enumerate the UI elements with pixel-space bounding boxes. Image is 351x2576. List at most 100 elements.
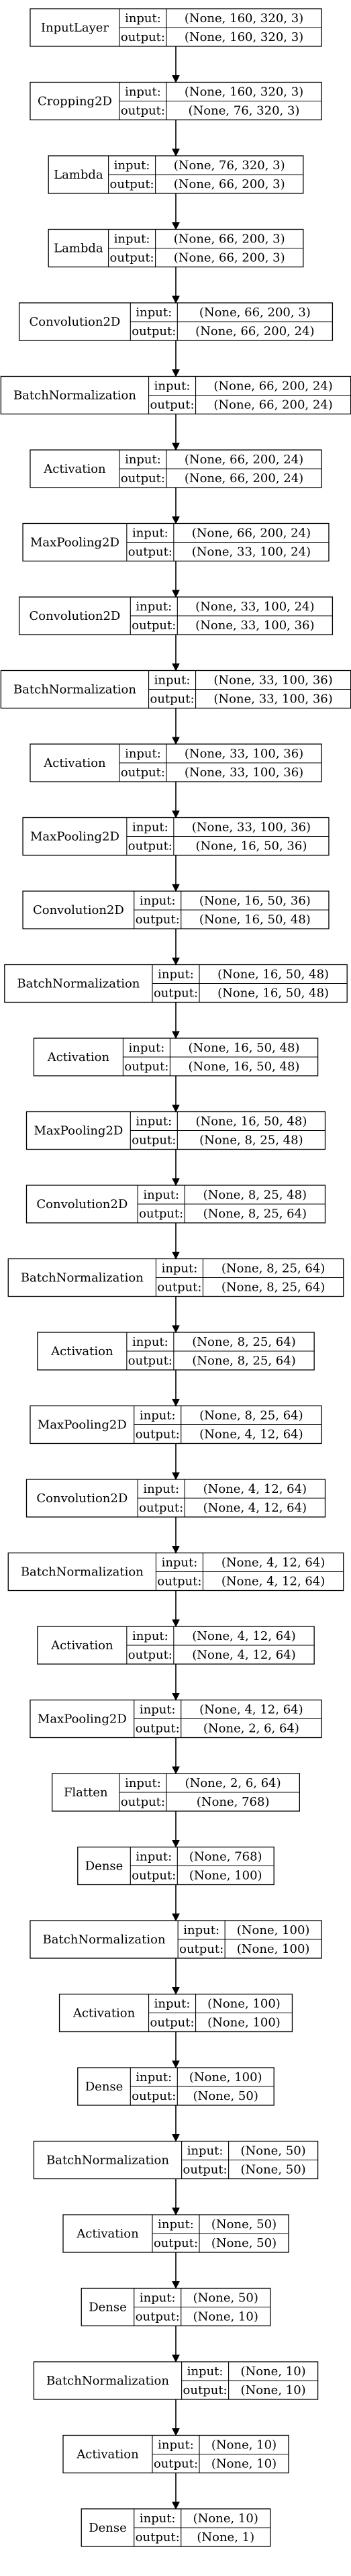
output-label: output: xyxy=(150,398,195,412)
output-label: output: xyxy=(121,1795,165,1809)
input-shape: (None, 8, 25, 64) xyxy=(199,1409,303,1423)
input-label: input: xyxy=(136,600,172,614)
output-shape: (None, 4, 12, 64) xyxy=(192,1648,295,1662)
input-shape: (None, 66, 200, 24) xyxy=(185,453,303,467)
edge-arrow xyxy=(172,488,180,524)
output-shape: (None, 33, 100, 24) xyxy=(192,545,311,559)
output-shape: (None, 100) xyxy=(237,1942,310,1956)
input-label: input: xyxy=(162,1262,198,1276)
edge-arrow xyxy=(172,1590,180,1628)
edge-arrow xyxy=(172,1076,180,1113)
input-label: input: xyxy=(140,894,176,908)
layer-name: Activation xyxy=(76,2448,139,2462)
layer-name: Cropping2D xyxy=(38,95,112,109)
output-label: output: xyxy=(132,2089,176,2103)
input-shape: (None, 4, 12, 64) xyxy=(221,1556,325,1570)
input-label: input: xyxy=(125,1776,161,1790)
layer-name: BatchNormalization xyxy=(46,2374,169,2388)
input-label: input: xyxy=(140,2512,176,2526)
output-label: output: xyxy=(139,1207,183,1221)
edge-arrow xyxy=(172,635,180,672)
output-shape: (None, 10) xyxy=(193,2310,258,2324)
output-shape: (None, 16, 50, 48) xyxy=(199,913,311,927)
input-shape: (None, 33, 100, 24) xyxy=(195,600,314,614)
output-shape: (None, 66, 200, 24) xyxy=(213,398,332,412)
layer-name: Convolution2D xyxy=(36,1491,128,1506)
output-label: output: xyxy=(110,251,154,265)
edge-arrow xyxy=(172,1002,180,1040)
output-label: output: xyxy=(132,324,176,338)
edge-arrow xyxy=(172,1443,180,1481)
layer-name: Activation xyxy=(43,756,106,770)
layer-name: MaxPooling2D xyxy=(34,1124,123,1138)
layer-name: BatchNormalization xyxy=(21,1271,144,1285)
layer-name: Activation xyxy=(50,1639,113,1653)
output-label: output: xyxy=(139,1501,183,1515)
output-label: output: xyxy=(136,1428,180,1442)
input-shape: (None, 4, 12, 64) xyxy=(199,1703,303,1717)
input-label: input: xyxy=(136,306,172,320)
input-shape: (None, 8, 25, 48) xyxy=(203,1188,307,1202)
input-shape: (None, 10) xyxy=(240,2364,305,2379)
edge-arrow xyxy=(172,929,180,966)
input-shape: (None, 66, 200, 24) xyxy=(213,379,332,394)
layer-name: BatchNormalization xyxy=(43,1933,166,1947)
input-label: input: xyxy=(136,1115,172,1129)
output-shape: (None, 50) xyxy=(240,2163,305,2177)
output-label: output: xyxy=(157,1575,201,1589)
edge-arrow xyxy=(172,708,180,745)
output-shape: (None, 66, 200, 24) xyxy=(195,324,314,338)
input-label: input: xyxy=(140,1409,176,1423)
layer-name: Activation xyxy=(50,1344,113,1359)
input-label: input: xyxy=(140,1703,176,1717)
input-shape: (None, 8, 25, 64) xyxy=(221,1262,325,1276)
layer-name: MaxPooling2D xyxy=(30,536,119,550)
input-label: input: xyxy=(140,2291,176,2305)
layer-name: Convolution2D xyxy=(33,903,124,917)
layer-name: Dense xyxy=(89,2301,127,2315)
output-label: output: xyxy=(132,1869,176,1883)
output-shape: (None, 768) xyxy=(197,1795,270,1809)
input-label: input: xyxy=(125,453,161,467)
input-shape: (None, 66, 200, 3) xyxy=(174,232,285,246)
output-shape: (None, 4, 12, 64) xyxy=(221,1575,325,1589)
output-label: output: xyxy=(128,839,172,854)
output-shape: (None, 1) xyxy=(197,2530,254,2544)
edge-arrow xyxy=(172,2178,180,2216)
input-shape: (None, 2, 6, 64) xyxy=(185,1776,281,1790)
output-shape: (None, 50) xyxy=(211,2236,277,2250)
output-shape: (None, 100) xyxy=(189,1869,262,1883)
layer-name: MaxPooling2D xyxy=(30,830,119,844)
input-label: input: xyxy=(125,85,161,99)
output-shape: (None, 2, 6, 64) xyxy=(203,1722,299,1736)
edge-arrow xyxy=(172,561,180,598)
layer-name: MaxPooling2D xyxy=(38,1418,127,1432)
output-shape: (None, 33, 100, 36) xyxy=(185,766,303,780)
edge-arrow xyxy=(172,46,180,83)
edge-arrow xyxy=(172,1811,180,1848)
output-shape: (None, 4, 12, 64) xyxy=(203,1501,307,1515)
output-shape: (None, 66, 200, 24) xyxy=(185,471,303,486)
layer-name: Lambda xyxy=(54,168,103,182)
input-label: input: xyxy=(136,2070,172,2084)
input-shape: (None, 76, 320, 3) xyxy=(174,158,285,173)
input-label: input: xyxy=(158,2217,194,2232)
input-shape: (None, 160, 320, 3) xyxy=(185,85,303,99)
output-shape: (None, 100) xyxy=(207,2016,281,2030)
input-label: input: xyxy=(158,2438,194,2452)
output-label: output: xyxy=(128,545,172,559)
